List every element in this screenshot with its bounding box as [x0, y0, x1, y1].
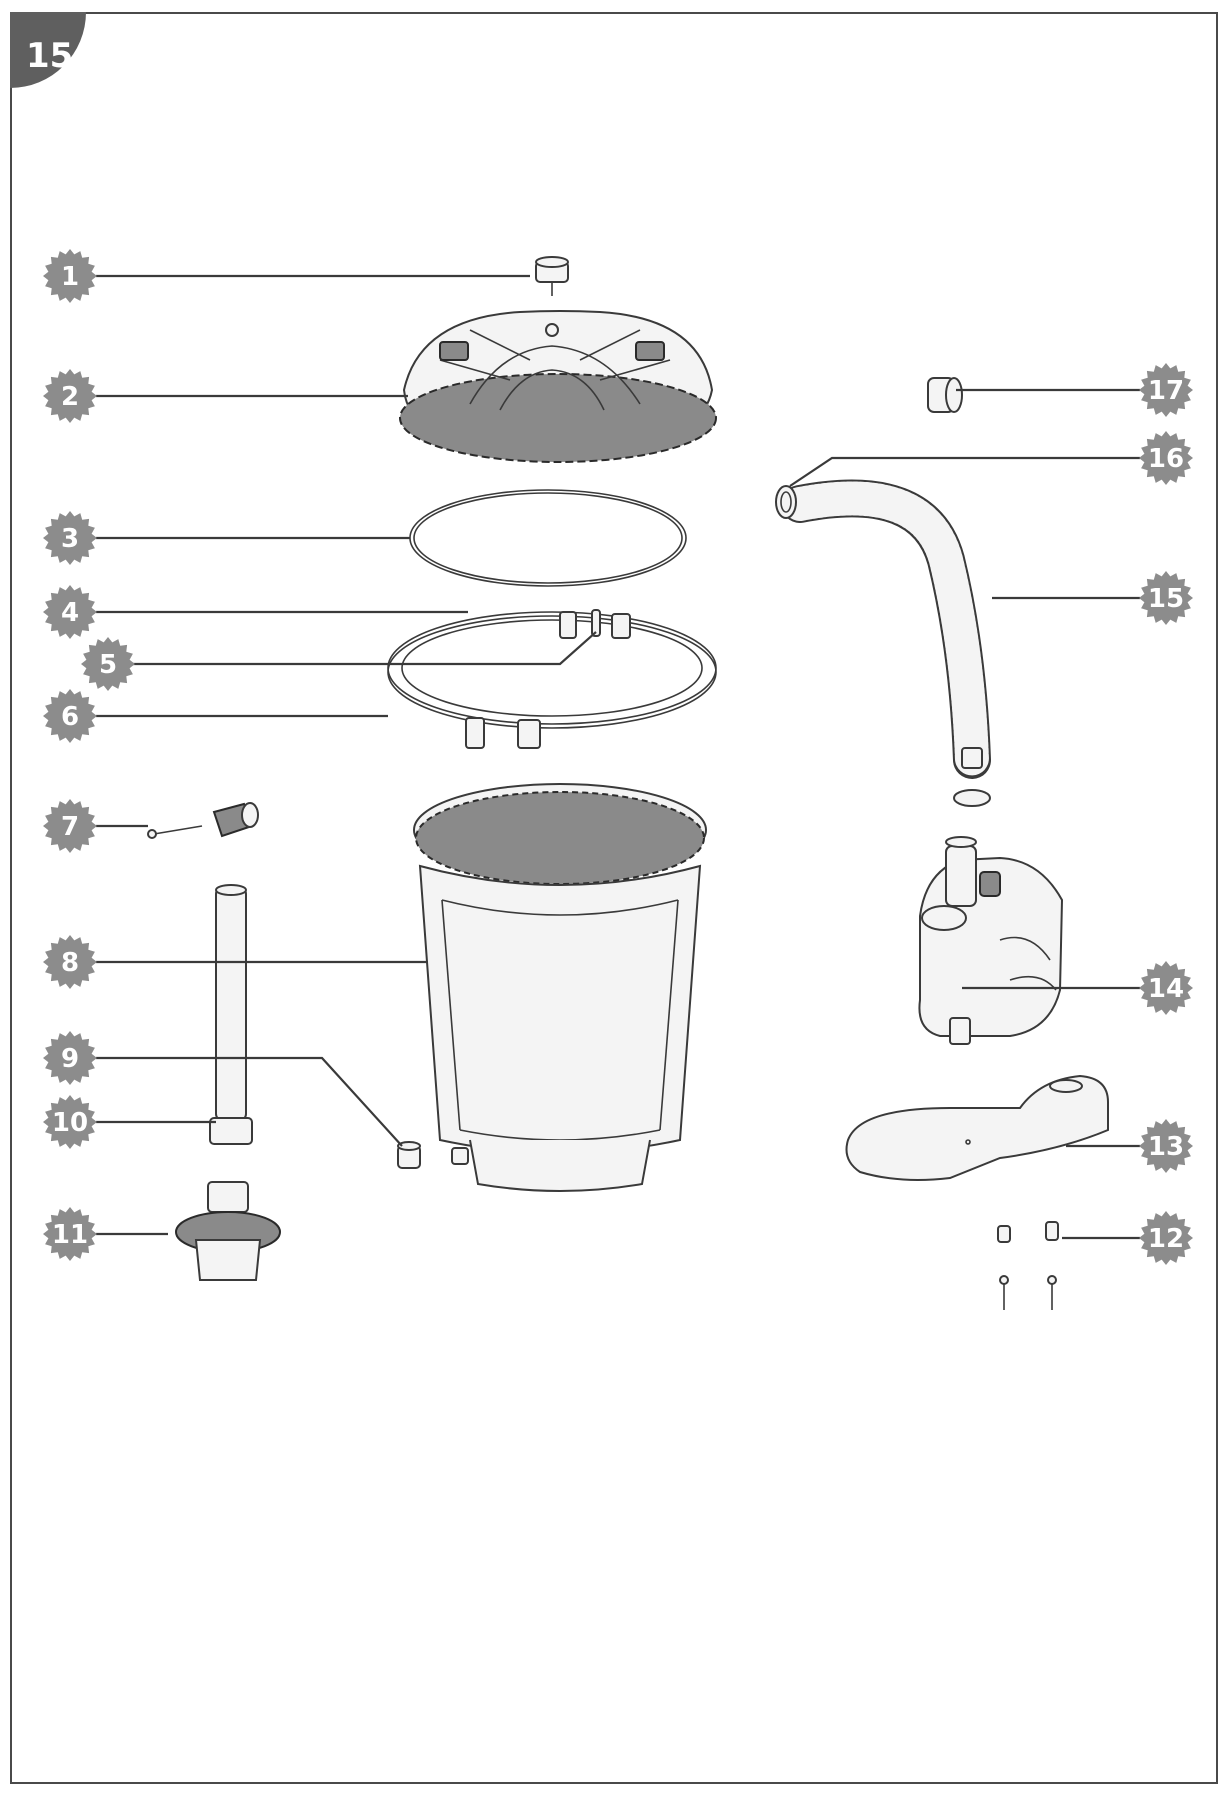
- callout-8: 8: [43, 935, 97, 989]
- callout-badge-shape: [43, 1207, 97, 1261]
- callout-3: 3: [43, 511, 97, 565]
- callout-number: 12: [1148, 1224, 1184, 1254]
- callout-17: 17: [1139, 363, 1193, 417]
- callout-number: 11: [52, 1220, 88, 1250]
- leader-9: [96, 1056, 403, 1147]
- callout-number: 14: [1148, 974, 1184, 1004]
- part-5-pin: [591, 609, 601, 637]
- part-13-base: [845, 1074, 1109, 1181]
- callout-7: 7: [43, 799, 97, 853]
- part-2-lid: [399, 310, 717, 463]
- part-8-tank: [413, 783, 707, 1192]
- leader-5: [132, 631, 597, 666]
- callout-number: 13: [1148, 1132, 1184, 1162]
- callout-badge-shape: [1139, 1211, 1193, 1265]
- part-14-pump: [918, 789, 1064, 1045]
- part-7-drain-plug: [147, 802, 259, 839]
- callout-badge-shape: [1139, 961, 1193, 1015]
- callout-badge-shape: [43, 369, 97, 423]
- callout-12: 12: [1139, 1211, 1193, 1265]
- callout-number: 7: [61, 812, 79, 842]
- callout-number: 5: [99, 650, 117, 680]
- part-3-o-ring: [409, 489, 687, 587]
- callout-number: 17: [1148, 376, 1184, 406]
- callout-1: 1: [43, 249, 97, 303]
- callout-15: 15: [1139, 571, 1193, 625]
- part-10-pipe: [209, 884, 253, 1145]
- part-1-cap: [535, 256, 569, 296]
- callout-10: 10: [43, 1095, 97, 1149]
- callout-badge-shape: [1139, 1119, 1193, 1173]
- callout-number: 2: [61, 382, 79, 412]
- callout-badge-shape: [43, 585, 97, 639]
- callout-5: 5: [81, 637, 135, 691]
- callout-badge-shape: [81, 637, 135, 691]
- callout-2: 2: [43, 369, 97, 423]
- callout-badge-shape: [1139, 363, 1193, 417]
- callout-badge-shape: [1139, 571, 1193, 625]
- page-frame: [10, 12, 1218, 1784]
- callout-number: 3: [61, 524, 79, 554]
- callout-4: 4: [43, 585, 97, 639]
- callout-9: 9: [43, 1031, 97, 1085]
- callout-number: 8: [61, 948, 79, 978]
- callout-number: 10: [52, 1108, 88, 1138]
- part-16-hose-clamp: [775, 485, 797, 519]
- callout-badge-shape: [1139, 431, 1193, 485]
- part-12-screws: [997, 1221, 1059, 1310]
- part-4-6-clamp-ring: [387, 611, 717, 749]
- callout-badge-shape: [43, 249, 97, 303]
- callout-badge-shape: [43, 935, 97, 989]
- leader-16: [789, 456, 1140, 487]
- page-number: 15: [26, 36, 74, 76]
- callout-16: 16: [1139, 431, 1193, 485]
- callout-number: 1: [61, 262, 79, 292]
- callout-badge-shape: [43, 1095, 97, 1149]
- callout-number: 15: [1148, 584, 1184, 614]
- callout-badge-shape: [43, 689, 97, 743]
- part-9-plug: [397, 1141, 421, 1169]
- callout-badge-shape: [43, 511, 97, 565]
- callout-11: 11: [43, 1207, 97, 1261]
- leader-lines: [96, 274, 1140, 1240]
- callout-number: 4: [61, 598, 79, 628]
- part-11-laterals: [175, 1181, 281, 1281]
- callout-badge-shape: [43, 799, 97, 853]
- callout-6: 6: [43, 689, 97, 743]
- callout-number: 16: [1148, 444, 1184, 474]
- callout-number: 9: [61, 1044, 79, 1074]
- callout-badge-shape: [43, 1031, 97, 1085]
- callout-14: 14: [1139, 961, 1193, 1015]
- part-15-hose: [781, 479, 991, 779]
- callout-13: 13: [1139, 1119, 1193, 1173]
- callout-number: 6: [61, 702, 79, 732]
- part-17-connector: [927, 377, 963, 413]
